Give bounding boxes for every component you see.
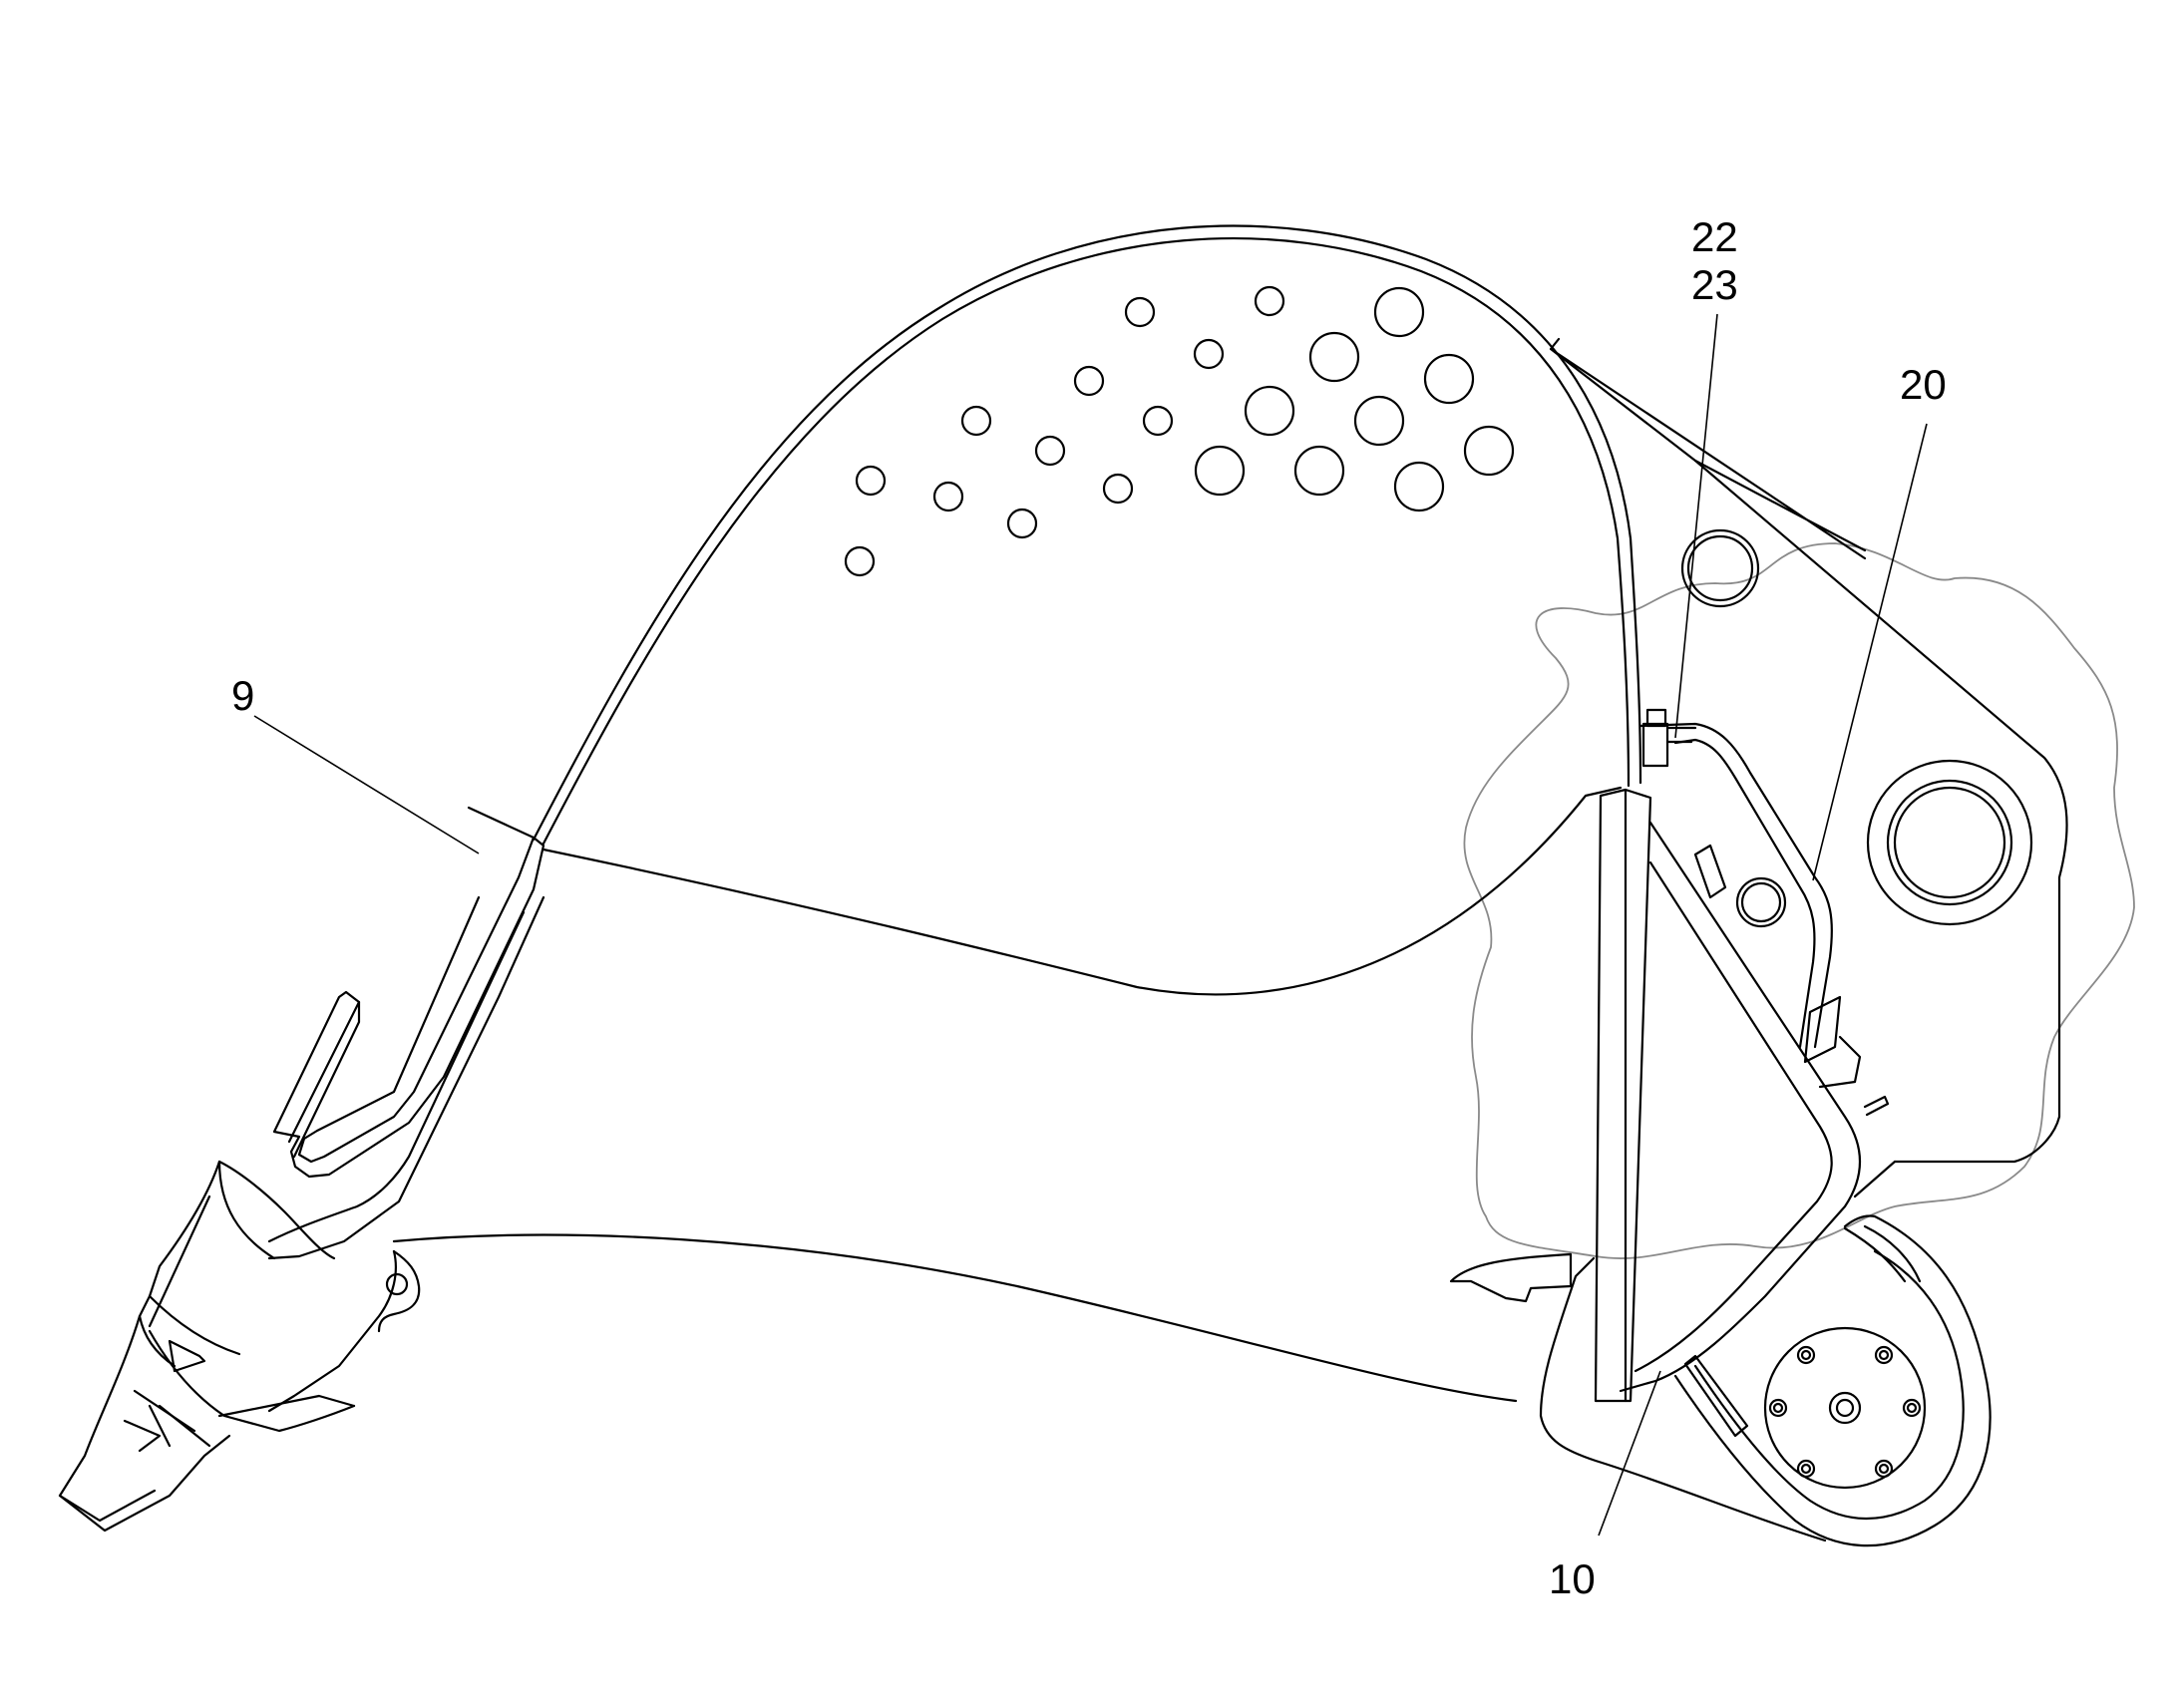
upper-pin-boss bbox=[1680, 528, 1760, 608]
bucket-shell-outer bbox=[532, 224, 1642, 842]
bottom-plate-line bbox=[392, 1233, 1518, 1403]
grease-fitting bbox=[1641, 708, 1697, 768]
side-plate-right bbox=[1693, 459, 2068, 1164]
leader-lines bbox=[253, 313, 1928, 1537]
guard-tube bbox=[1638, 722, 1833, 1049]
side-plate-edge bbox=[1549, 337, 1867, 560]
detail-cloud-outline bbox=[1463, 542, 2135, 1259]
label-23: 23 bbox=[1691, 261, 1738, 308]
diagonal-brace bbox=[1619, 821, 1861, 1393]
label-9: 9 bbox=[231, 672, 254, 719]
small-boss bbox=[1735, 876, 1787, 928]
main-pin-boss bbox=[1866, 759, 2033, 926]
label-10: 10 bbox=[1549, 1555, 1596, 1602]
lower-cheek bbox=[1539, 1256, 1827, 1542]
label-20: 20 bbox=[1900, 361, 1947, 408]
cutting-edge-line bbox=[542, 786, 1623, 996]
lower-pin-ear bbox=[1673, 1214, 1992, 1547]
side-plate-lower bbox=[1853, 1160, 1897, 1198]
label-22: 22 bbox=[1691, 213, 1738, 260]
bucket-shell-inner bbox=[542, 236, 1631, 846]
vertical-bar bbox=[1594, 788, 1652, 1403]
ventilation-holes bbox=[844, 285, 1515, 577]
tooth-assembly bbox=[58, 806, 545, 1533]
